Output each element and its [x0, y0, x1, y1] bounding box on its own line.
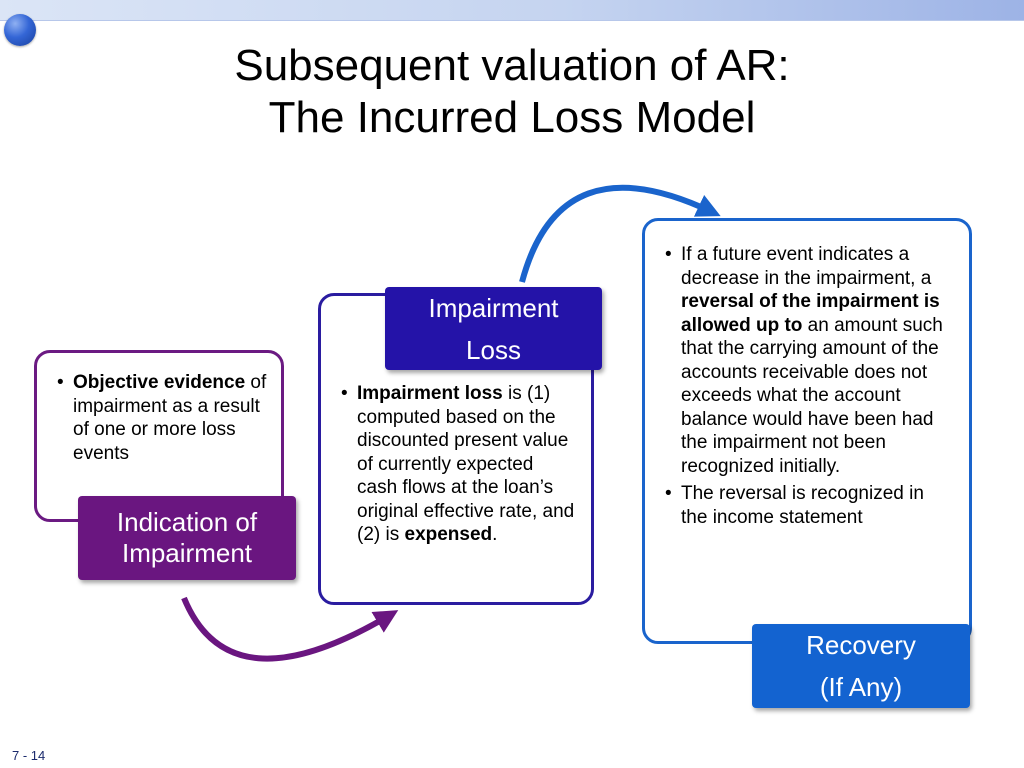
- stage2-label: Impairment Loss: [385, 287, 602, 370]
- stage2-bullet-end: .: [492, 524, 498, 545]
- arrow-loss-to-recovery: [519, 184, 721, 283]
- stage3-bullet1-pre: If a future event indicates a decrease i…: [681, 244, 932, 289]
- stage1-label: Indication of Impairment: [78, 496, 296, 580]
- title-line-1: Subsequent valuation of AR:: [234, 41, 790, 90]
- stage2-bullets: Impairment loss is (1) computed based on…: [341, 382, 577, 547]
- slide-number: 7 - 14: [12, 748, 46, 763]
- stage3-bullet-1: If a future event indicates a decrease i…: [665, 243, 953, 478]
- decorative-orb: [4, 14, 36, 46]
- stage2-label-line2: Loss: [466, 334, 521, 365]
- stage3-label-line2: (If Any): [819, 672, 903, 702]
- stage1-label-text: Indication of Impairment: [116, 507, 258, 568]
- stage3-bullets: If a future event indicates a decrease i…: [665, 243, 953, 529]
- stage2-bullet-bold2: expensed: [404, 524, 493, 545]
- stage3-bullet1-post: an amount such that the carrying amount …: [681, 314, 943, 477]
- slide-title: Subsequent valuation of AR: The Incurred…: [60, 40, 964, 144]
- stage1-card: Objective evidence of impairment as a re…: [34, 350, 284, 522]
- stage1-bullet-text: of impairment as a result of one or more…: [73, 372, 267, 464]
- stage1-bullet: Objective evidence of impairment as a re…: [57, 371, 269, 465]
- stage3-label-line1: Recovery: [806, 630, 916, 660]
- stage3-bullet1-bold: reversal of the impairment is allowed up…: [681, 291, 940, 336]
- stage1-bullets: Objective evidence of impairment as a re…: [57, 371, 269, 465]
- title-line-2: The Incurred Loss Model: [268, 93, 756, 142]
- stage3-card: If a future event indicates a decrease i…: [642, 218, 972, 644]
- stage2-bullet-bold1: Impairment loss: [357, 383, 503, 404]
- stage1-bullet-bold: Objective evidence: [73, 372, 246, 393]
- stage2-label-line1: Impairment: [428, 292, 559, 323]
- stage3-label: Recovery (If Any): [752, 624, 970, 708]
- stage2-bullet-text: is (1) computed based on the discounted …: [357, 383, 575, 545]
- arrow-impairment-to-loss: [181, 596, 399, 662]
- header-band: [0, 0, 1024, 21]
- stage3-bullet-2: The reversal is recognized in the income…: [665, 482, 953, 529]
- stage3-bullet2-text: The reversal is recognized in the income…: [681, 483, 924, 528]
- stage2-bullet: Impairment loss is (1) computed based on…: [341, 382, 577, 547]
